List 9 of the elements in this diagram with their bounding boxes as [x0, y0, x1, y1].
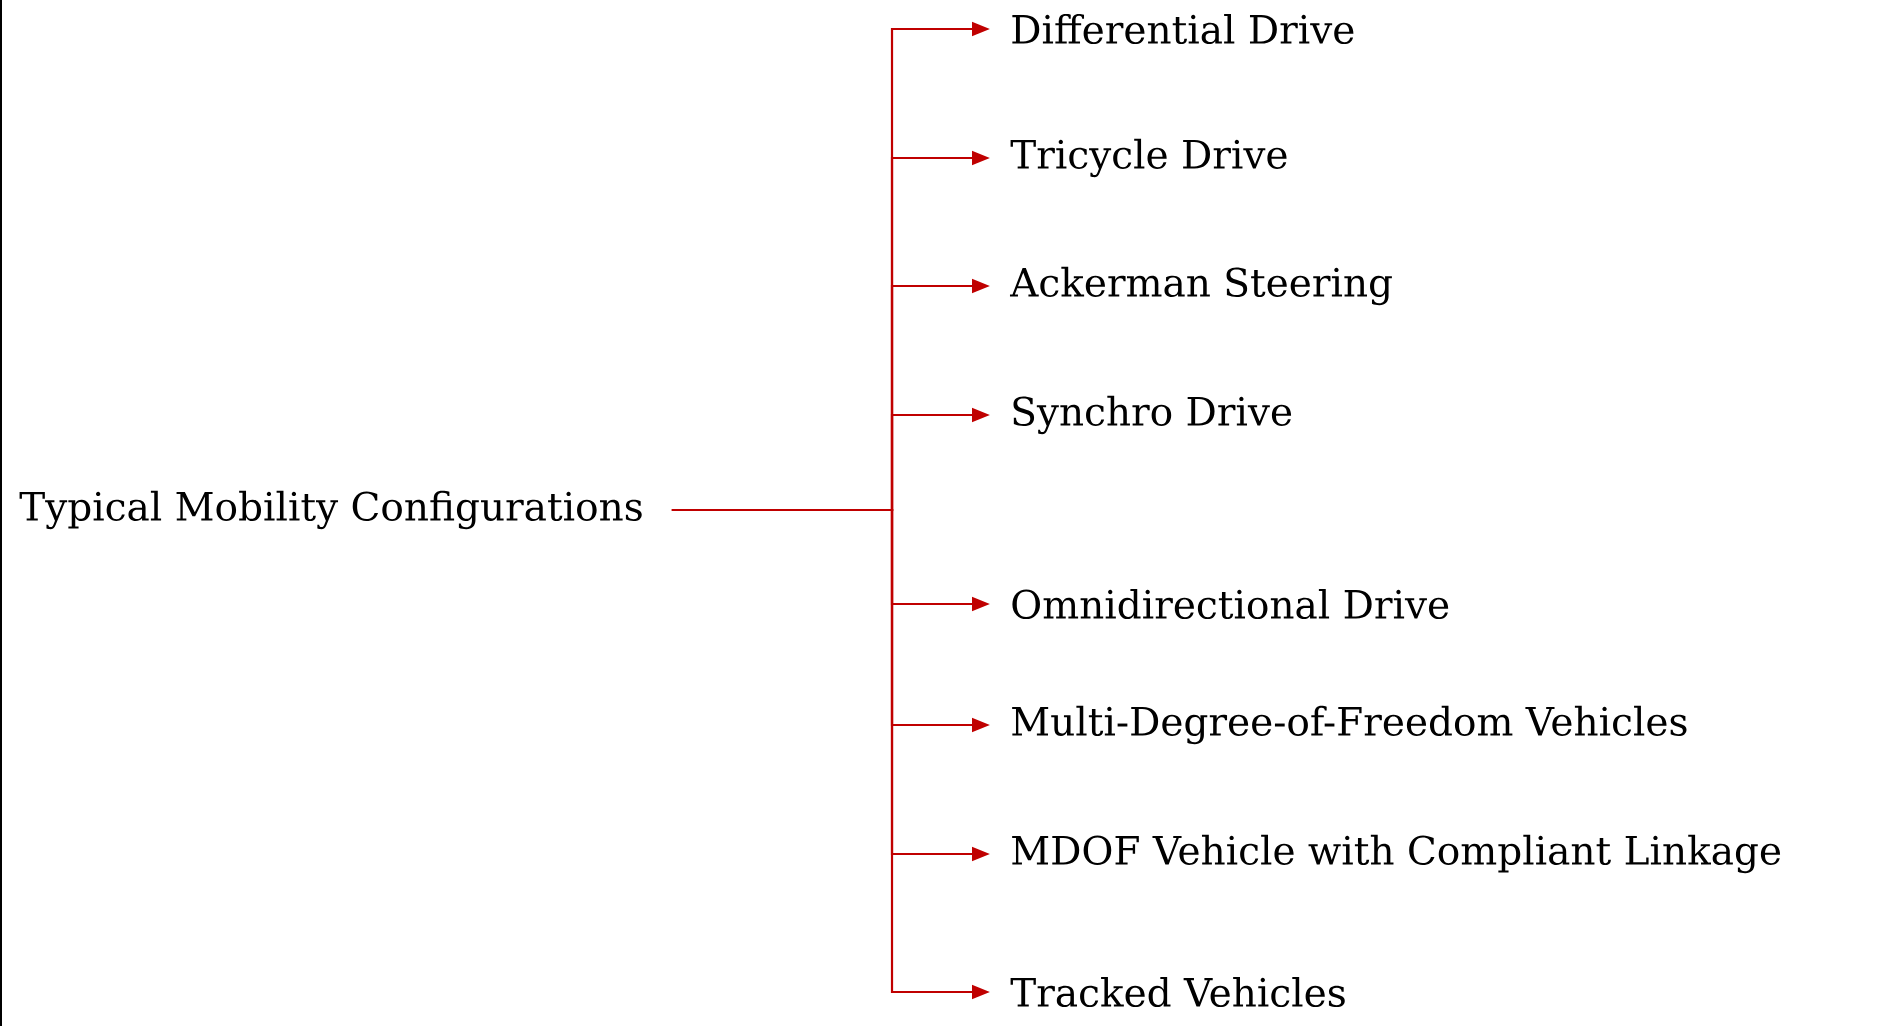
root-label: Typical Mobility Configurations [19, 490, 642, 530]
category-label: Synchro Drive [1013, 395, 1292, 435]
category-label: MDOF Vehicle with Compliant Linkage [1012, 834, 1781, 874]
category-label: Tracked Vehicles [1010, 976, 1345, 1008]
category-label: Ackerman Steering [1010, 266, 1392, 306]
category-label: Multi-Degree-of-Freedom Vehicles [1012, 705, 1687, 745]
category-label: Differential Drive [1012, 13, 1354, 45]
category-label: Omnidirectional Drive [1012, 588, 1449, 620]
category-label: Tricycle Drive [1010, 138, 1287, 178]
